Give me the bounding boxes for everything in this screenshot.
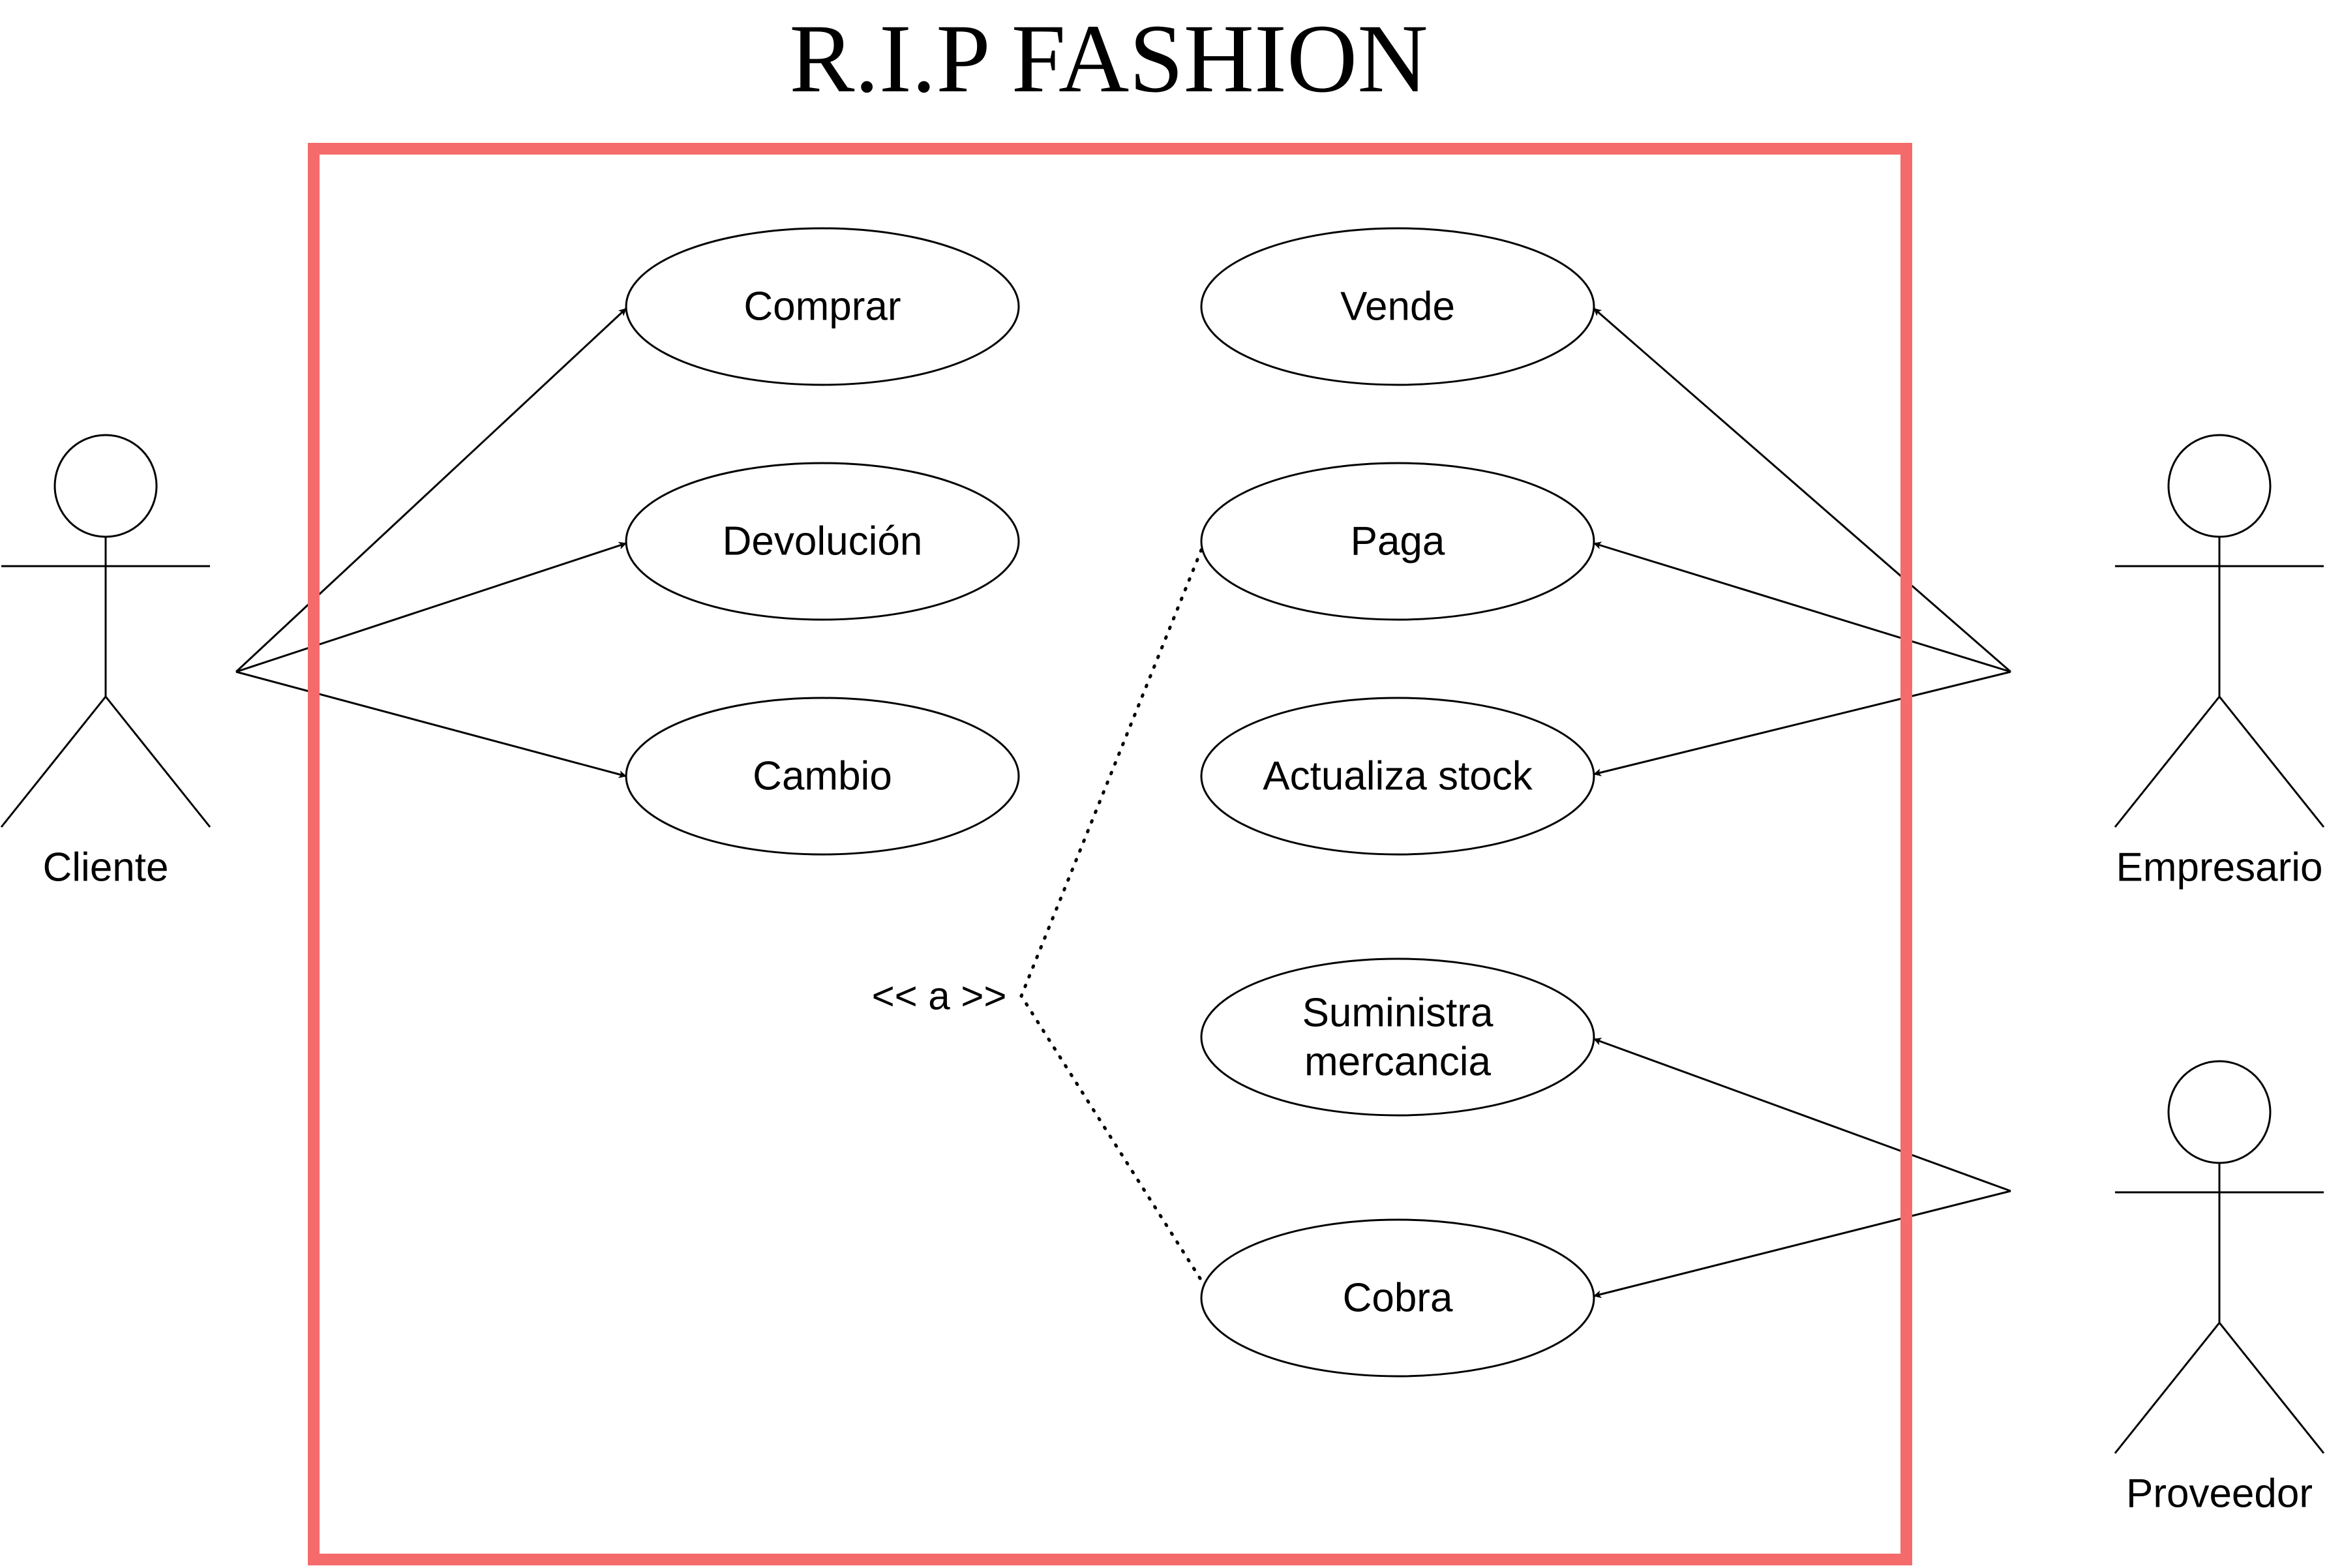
use-case-label-vende: Vende [1340, 284, 1455, 329]
use-case-label-suministra: Suministra [1302, 991, 1494, 1036]
use-case-label-actualiza-stock: Actualiza stock [1263, 754, 1533, 799]
use-case-paga [1200, 462, 1595, 621]
actor-empresario: Empresario [2114, 434, 2325, 890]
actor-cliente-right-leg [104, 696, 211, 828]
use-case-devolucion [625, 462, 1020, 621]
actor-proveedor: Proveedor [2114, 1060, 2325, 1516]
use-case-suministra-mercancia [1200, 957, 1595, 1117]
actor-empresario-left-leg [2114, 696, 2221, 828]
actor-empresario-right-leg [2218, 696, 2325, 828]
actor-label-cliente: Cliente [43, 845, 169, 890]
actor-empresario-head [2167, 434, 2272, 538]
use-case-label-paga: Paga [1351, 519, 1445, 564]
association-empresario-vende [1593, 307, 2011, 673]
association-proveedor-cobra [1593, 1190, 2011, 1299]
association-empresario-actualiza-stock [1593, 671, 2011, 777]
relation-paga-cobra [1019, 548, 1203, 1282]
use-case-label-cobra: Cobra [1343, 1276, 1453, 1321]
association-empresario-paga [1593, 541, 2011, 673]
use-case-comprar [625, 227, 1020, 386]
association-cliente-devolucion [235, 541, 627, 673]
association-cliente-cambio [235, 671, 627, 778]
use-case-label-cambio: Cambio [753, 754, 892, 799]
association-proveedor-suministra [1593, 1038, 2011, 1192]
actor-proveedor-right-leg [2218, 1322, 2325, 1454]
use-case-vende [1200, 227, 1595, 386]
actor-label-proveedor: Proveedor [2126, 1471, 2313, 1516]
actor-label-empresario: Empresario [2116, 845, 2323, 890]
actor-proveedor-head [2167, 1060, 2272, 1164]
system-boundary [308, 143, 1912, 1565]
use-case-label-mercancia: mercancia [1304, 1040, 1492, 1085]
actor-cliente: Cliente [0, 434, 211, 890]
diagram-title: R.I.P FASHION [789, 5, 1428, 113]
relation-stereotype-label: << a >> [872, 974, 1007, 1018]
use-case-label-comprar: Comprar [743, 284, 901, 329]
actor-cliente-head [53, 434, 158, 538]
actor-cliente-left-leg [0, 696, 107, 828]
actor-proveedor-left-leg [2114, 1322, 2221, 1454]
use-case-label-devolucion: Devolución [723, 519, 923, 564]
association-cliente-comprar [235, 307, 627, 673]
